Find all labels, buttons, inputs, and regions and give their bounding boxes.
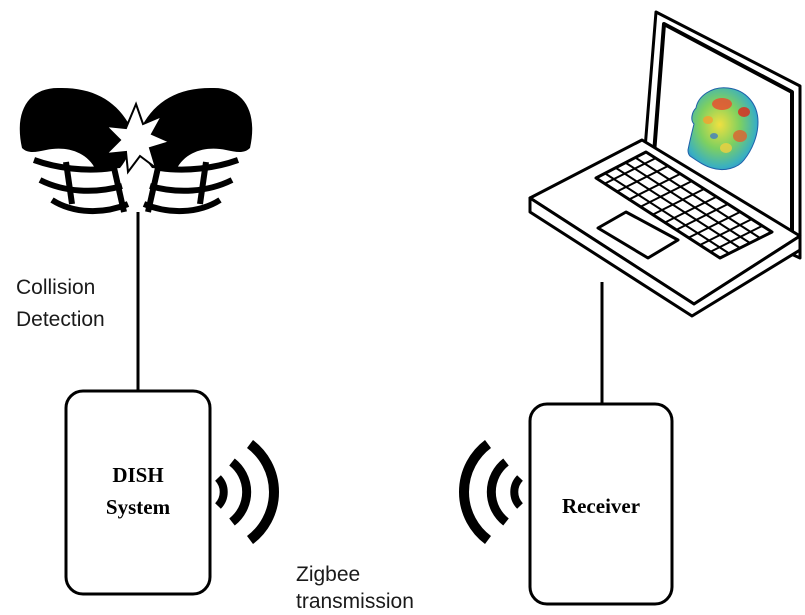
head-heatmap-icon — [687, 87, 759, 171]
impact-star-icon — [103, 101, 173, 175]
wireless-signal-left-icon — [459, 440, 524, 544]
colliding-helmets-icon — [19, 87, 253, 214]
transmission-label-line2: transmission — [296, 590, 414, 613]
dish-box-label-line2: System — [106, 495, 171, 519]
receiver-box: Receiver — [528, 402, 674, 606]
transmission-label-line1: Zigbee — [296, 563, 360, 586]
wireless-signal-right-icon — [214, 440, 279, 544]
touchpad-icon — [596, 210, 680, 260]
receiver-box-label: Receiver — [562, 494, 640, 518]
collision-label-line2: Detection — [16, 308, 105, 331]
dish-system-box: DISH System — [64, 389, 212, 596]
laptop-icon — [528, 10, 802, 318]
dish-box-label-line1: DISH — [112, 463, 163, 487]
collision-label-line1: Collision — [16, 276, 95, 299]
